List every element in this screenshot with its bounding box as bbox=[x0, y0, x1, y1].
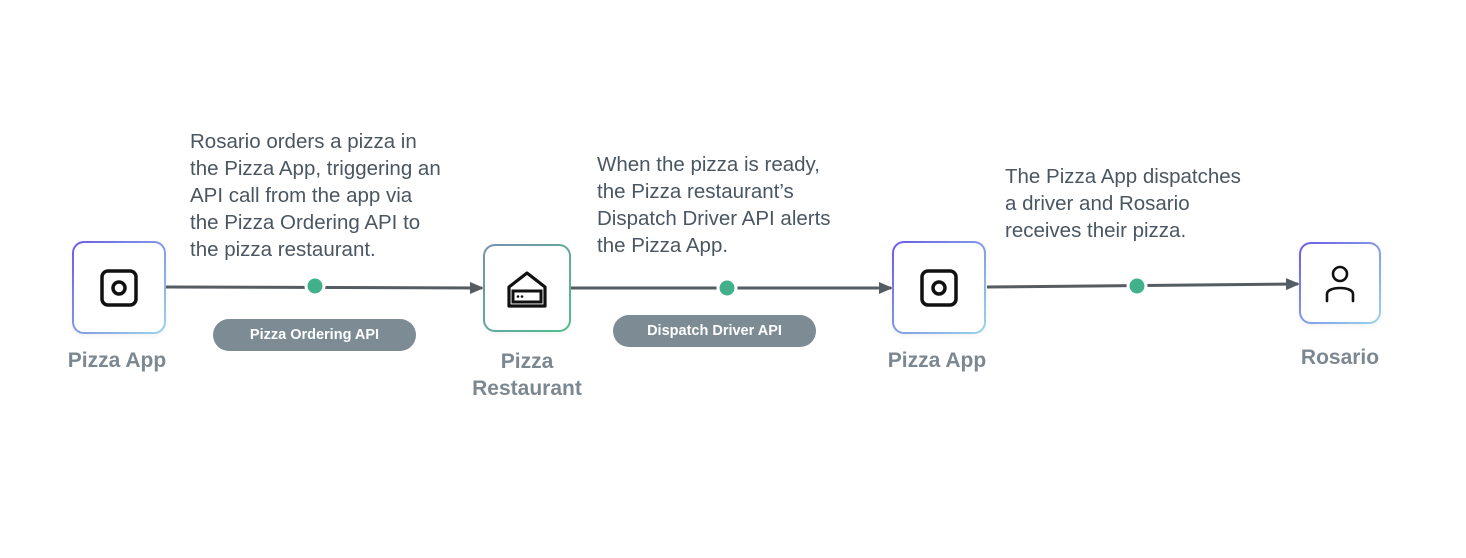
api-pill-pizza-ordering: Pizza Ordering API bbox=[213, 319, 416, 351]
node-pizza-app-1 bbox=[72, 241, 166, 334]
node-label-pizza-app-1: Pizza App bbox=[67, 349, 167, 372]
api-pill-dispatch-driver: Dispatch Driver API bbox=[613, 315, 816, 347]
step-description-3: The Pizza App dispatches a driver and Ro… bbox=[1005, 165, 1241, 242]
step-description-1: Rosario orders a pizza in the Pizza App,… bbox=[190, 130, 441, 261]
app-icon bbox=[100, 268, 138, 307]
node-pizza-app-2 bbox=[892, 241, 986, 334]
connector-dot-2 bbox=[716, 277, 738, 299]
node-rosario bbox=[1299, 242, 1381, 324]
restaurant-icon bbox=[507, 271, 547, 308]
person-icon bbox=[1325, 265, 1355, 303]
step-description-2: When the pizza is ready, the Pizza resta… bbox=[597, 153, 831, 257]
node-label-pizza-restaurant: Pizza Restaurant bbox=[472, 350, 582, 400]
app-icon bbox=[920, 268, 958, 307]
connector-dot-1 bbox=[304, 275, 326, 297]
node-label-rosario: Rosario bbox=[1300, 346, 1380, 369]
connector-dot-3 bbox=[1126, 275, 1148, 297]
node-label-pizza-app-2: Pizza App bbox=[887, 349, 987, 372]
node-pizza-restaurant bbox=[483, 244, 571, 332]
